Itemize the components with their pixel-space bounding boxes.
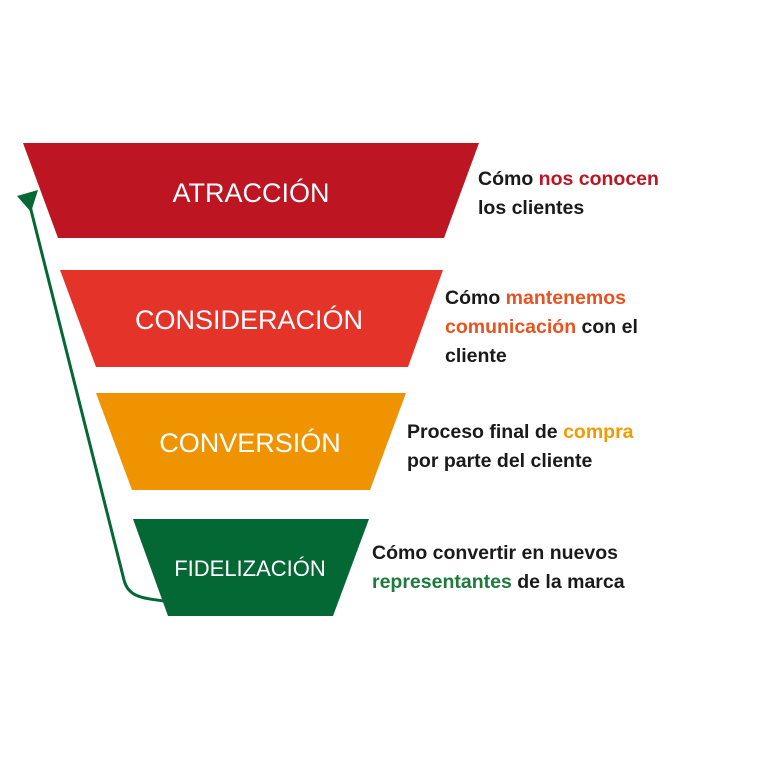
arrow-head-icon — [17, 190, 38, 212]
desc-text: los clientes — [478, 197, 585, 219]
stage-conversion-shape — [96, 393, 406, 490]
desc-text: cliente — [445, 345, 507, 367]
stage-fidelizacion-shape — [133, 519, 369, 616]
desc-text: Cómo — [445, 287, 506, 309]
stage-conversion-description: Proceso final de compra por parte del cl… — [407, 418, 634, 476]
stage-fidelizacion-label: FIDELIZACIÓN — [174, 556, 326, 581]
stage-atraccion-label: ATRACCIÓN — [172, 177, 329, 208]
desc-highlight: mantenemos — [505, 287, 626, 309]
desc-highlight: nos conocen — [538, 168, 659, 190]
desc-text: por parte del cliente — [407, 450, 593, 472]
desc-text: Cómo — [478, 168, 539, 190]
desc-text: con el — [576, 316, 638, 338]
desc-highlight: representantes — [372, 571, 512, 593]
stage-atraccion-description: Cómo nos conocen los clientes — [478, 165, 659, 223]
desc-highlight: compra — [563, 421, 634, 443]
desc-text: Proceso final de — [407, 421, 564, 443]
loop-arrow — [28, 205, 165, 603]
stage-atraccion-shape — [23, 143, 479, 238]
desc-highlight: comunicación — [445, 316, 577, 338]
stage-fidelizacion-description: Cómo convertir en nuevos representantes … — [372, 539, 625, 597]
stage-consideracion-label: CONSIDERACIÓN — [135, 304, 363, 335]
stage-consideracion-shape — [60, 270, 443, 367]
stage-conversion-label: CONVERSIÓN — [159, 427, 341, 458]
desc-text: de la marca — [511, 571, 625, 593]
stage-consideracion-description: Cómo mantenemos comunicación con el clie… — [445, 284, 638, 371]
desc-text: Cómo convertir en nuevos — [372, 542, 618, 564]
